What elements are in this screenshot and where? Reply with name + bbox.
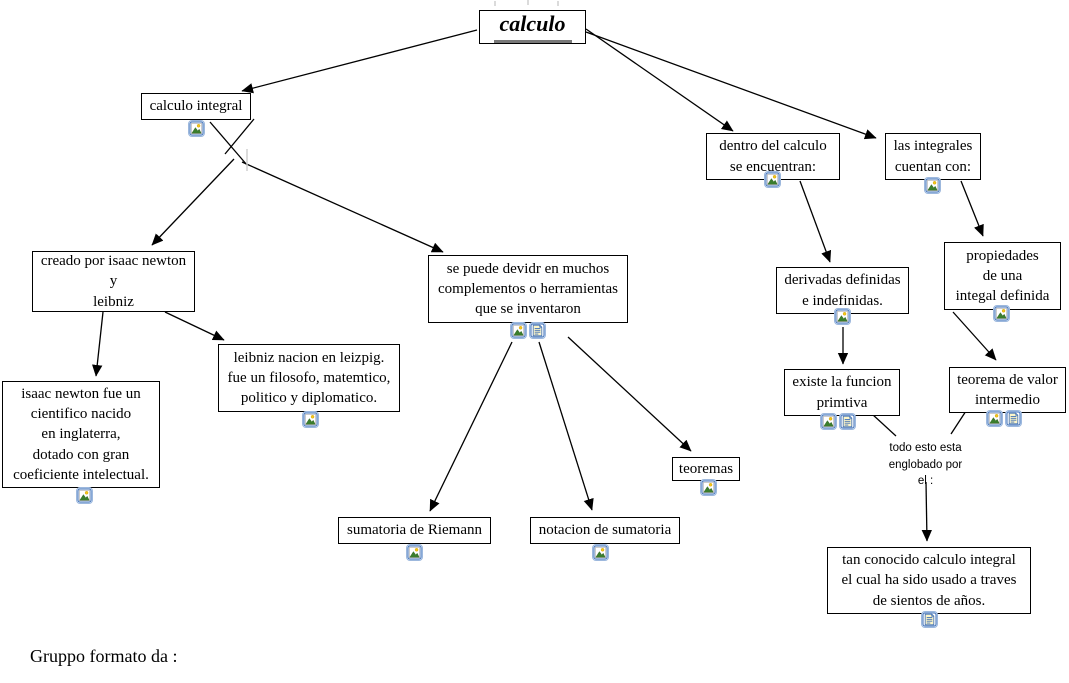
concept-existe-funcion-primitiva[interactable]: existe la funcion primtiva [784, 369, 900, 416]
text-attachment-icon[interactable] [921, 611, 938, 628]
text-attachment-icon[interactable] [839, 413, 856, 430]
resources-notacion [592, 544, 609, 561]
edge-creado-por-to-isaac-newton[interactable] [92, 311, 104, 377]
resources-isaac-newton [76, 487, 93, 504]
concept-notacion-de-sumatoria[interactable]: notacion de sumatoria [530, 517, 680, 544]
concept-calculo[interactable]: calculo [479, 10, 586, 44]
concept-se-puede-dividir[interactable]: se puede devidr en muchos complementos o… [428, 255, 628, 323]
edge-linking-phrase-to-tan-conocido[interactable] [921, 481, 933, 542]
edge-creado-por-to-leibniz[interactable] [164, 311, 225, 341]
edge-teorema-valor-to-linking-phrase[interactable] [950, 410, 967, 435]
concept-isaac-newton-bio[interactable]: isaac newton fue un cientifico nacido en… [2, 381, 160, 488]
edge-se-puede-to-notacion[interactable] [538, 341, 594, 511]
concept-leibniz-bio[interactable]: leibniz nacion en leizpig. fue un filoso… [218, 344, 400, 412]
footer-caption: Gruppo formato da : [30, 646, 178, 666]
edge-calculo-integral-junction-a[interactable] [209, 121, 248, 166]
image-attachment-icon[interactable] [764, 171, 781, 188]
resources-derivadas [834, 308, 851, 325]
edge-se-puede-to-teoremas[interactable] [567, 336, 692, 452]
edge-junction-to-creado-por[interactable] [151, 158, 235, 246]
edge-calculo-to-calculo-integral[interactable] [241, 29, 478, 94]
image-attachment-icon[interactable] [924, 177, 941, 194]
resources-dentro-del-calculo [764, 171, 781, 188]
image-attachment-icon[interactable] [302, 411, 319, 428]
image-attachment-icon[interactable] [820, 413, 837, 430]
image-attachment-icon[interactable] [700, 479, 717, 496]
edge-se-puede-to-sumatoria[interactable] [429, 341, 513, 512]
resources-se-puede-dividir [510, 322, 546, 339]
resources-propiedades [993, 305, 1010, 322]
resources-teoremas [700, 479, 717, 496]
edge-calculo-to-dentro-del-calculo[interactable] [585, 28, 734, 132]
edge-las-integrales-to-propiedades[interactable] [960, 180, 984, 237]
edge-existe-funcion-to-linking-phrase[interactable] [871, 413, 897, 437]
concept-calculo-integral[interactable]: calculo integral [141, 93, 251, 120]
resources-teorema-valor [986, 410, 1022, 427]
resources-las-integrales [924, 177, 941, 194]
edge-calculo-to-las-integrales[interactable] [585, 31, 877, 140]
resources-leibniz [302, 411, 319, 428]
image-attachment-icon[interactable] [993, 305, 1010, 322]
edge-calculo-integral-junction-b[interactable] [224, 118, 255, 155]
concept-sumatoria-de-riemann[interactable]: sumatoria de Riemann [338, 517, 491, 544]
image-attachment-icon[interactable] [188, 120, 205, 137]
concept-teoremas[interactable]: teoremas [672, 457, 740, 481]
resources-sumatoria [406, 544, 423, 561]
image-attachment-icon[interactable] [592, 544, 609, 561]
resources-calculo-integral [188, 120, 205, 137]
edge-propiedades-to-teorema-valor[interactable] [952, 311, 997, 361]
text-attachment-icon[interactable] [529, 322, 546, 339]
concept-derivadas-definidas[interactable]: derivadas definidas e indefinidas. [776, 267, 909, 314]
concept-creado-por-newton-leibniz[interactable]: creado por isaac newton y leibniz [32, 251, 195, 312]
image-attachment-icon[interactable] [510, 322, 527, 339]
edge-dentro-to-derivadas[interactable] [799, 180, 832, 263]
image-attachment-icon[interactable] [76, 487, 93, 504]
resources-tan-conocido [921, 611, 938, 628]
resources-existe-funcion [820, 413, 856, 430]
concept-tan-conocido-calculo-integral[interactable]: tan conocido calculo integral el cual ha… [827, 547, 1031, 614]
text-attachment-icon[interactable] [1005, 410, 1022, 427]
concept-las-integrales[interactable]: las integrales cuentan con: [885, 133, 981, 180]
concept-propiedades-integral-definida[interactable]: propiedades de una integal definida [944, 242, 1061, 310]
image-attachment-icon[interactable] [406, 544, 423, 561]
linking-phrase-englobado[interactable]: todo esto esta englobado por el : [888, 442, 963, 488]
map-title: calculo [493, 9, 572, 43]
edge-junction-to-se-puede-dividir[interactable] [241, 161, 444, 253]
concept-teorema-valor-intermedio[interactable]: teorema de valor intermedio [949, 367, 1066, 413]
image-attachment-icon[interactable] [834, 308, 851, 325]
image-attachment-icon[interactable] [986, 410, 1003, 427]
